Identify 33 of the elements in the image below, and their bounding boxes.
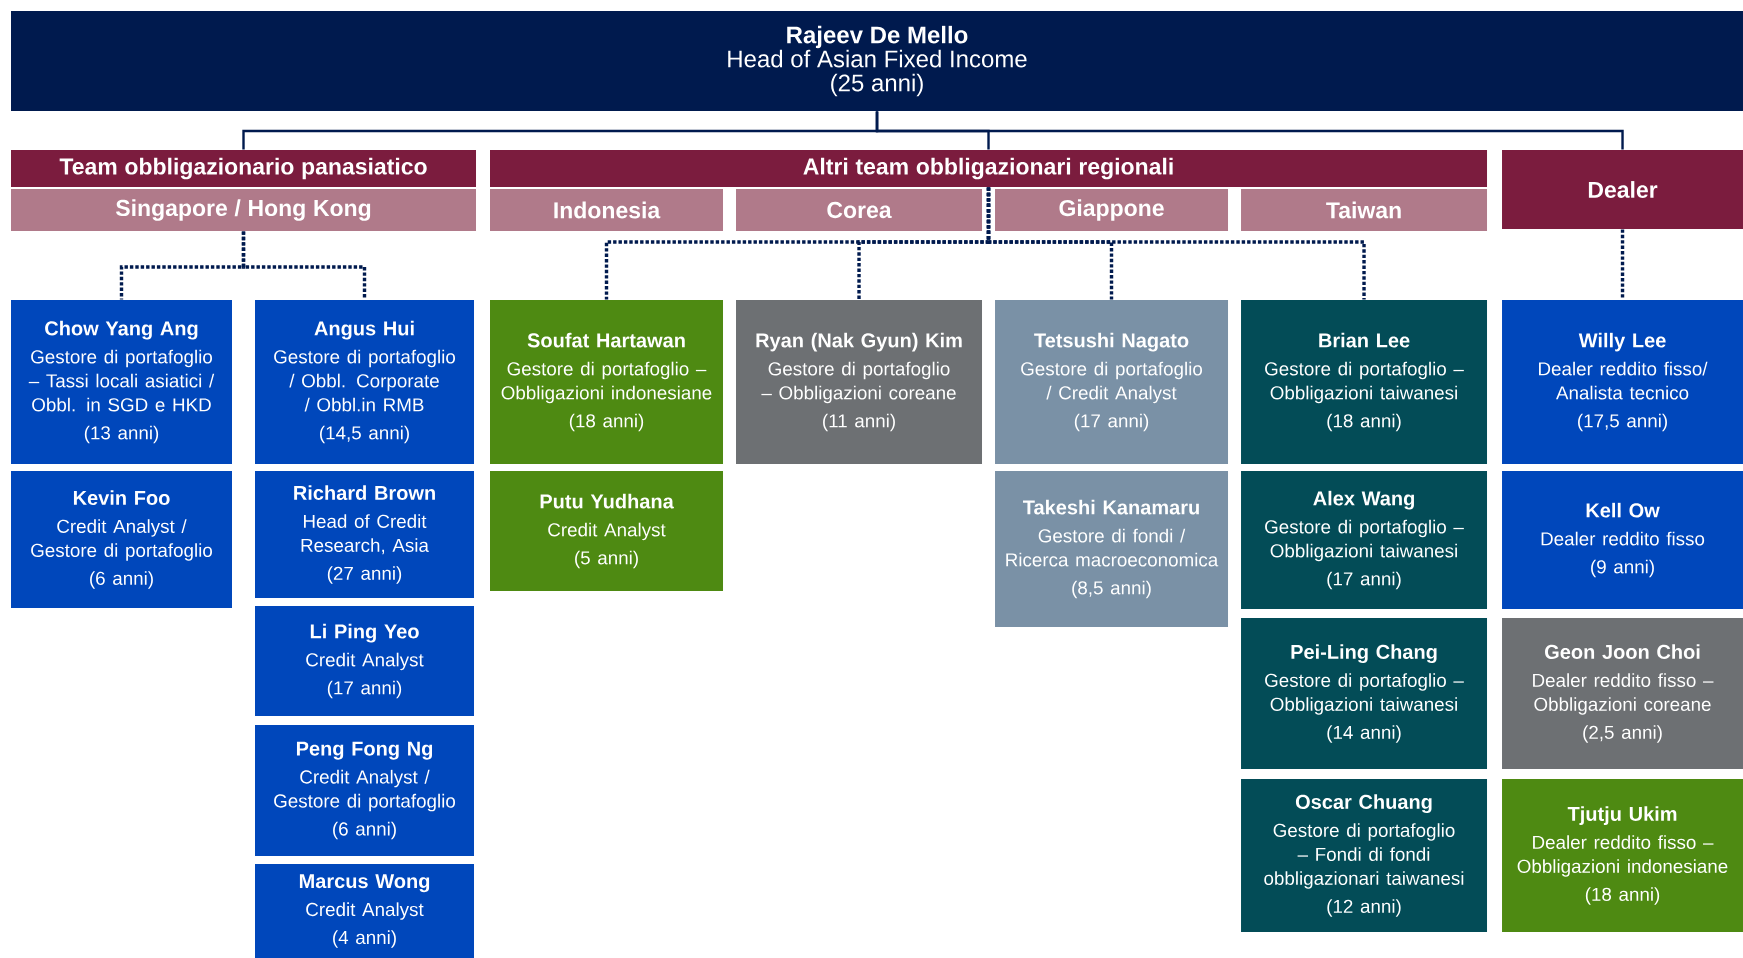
person-box: Tetsushi Nagato Gestore di portafoglio / Credit Analyst (17 anni)	[995, 300, 1228, 464]
team-header-band: Giappone	[995, 189, 1228, 231]
team-header-band: Corea	[736, 189, 982, 231]
person-box: Takeshi Kanamaru Gestore di fondi / Ricerca macroeconomica (8,5 anni)	[995, 471, 1228, 627]
person-box: Richard Brown Head of Credit Research, Asia (27 anni)	[255, 471, 474, 598]
person-box: Pei-Ling Chang Gestore di portafoglio – Obbligazioni taiwanesi (14 anni)	[1241, 618, 1487, 769]
head-box: Rajeev De Mello Head of Asian Fixed Income (25 anni)	[11, 11, 1743, 111]
team-header-band: Team obbligazionario panasiatico	[11, 150, 476, 187]
person-box: Ryan (Nak Gyun) Kim Gestore di portafoglio – Obbligazioni coreane (11 anni)	[736, 300, 982, 464]
person-box: Angus Hui Gestore di portafoglio / Obbl. Corporate / Obbl.in RMB (14,5 anni)	[255, 300, 474, 464]
person-box: Brian Lee Gestore di portafoglio – Obbligazioni taiwanesi (18 anni)	[1241, 300, 1487, 464]
person-box: Tjutju Ukim Dealer reddito fisso – Obbligazioni indonesiane (18 anni)	[1502, 779, 1743, 932]
person-box: Kevin Foo Credit Analyst / Gestore di portafoglio (6 anni)	[11, 471, 232, 608]
person-box: Putu Yudhana Credit Analyst (5 anni)	[490, 471, 723, 591]
person-box: Li Ping Yeo Credit Analyst (17 anni)	[255, 606, 474, 716]
connector-line	[986, 187, 1366, 300]
connector-line	[241, 231, 367, 300]
person-box: Chow Yang Ang Gestore di portafoglio – Tassi locali asiatici / Obbl. in SGD e HKD (13 anni)	[11, 300, 232, 464]
connector-line	[875, 111, 1624, 150]
person-box: Kell Ow Dealer reddito fisso (9 anni)	[1502, 471, 1743, 609]
team-header-band: Singapore / Hong Kong	[11, 189, 476, 231]
team-header-band: Altri team obbligazionari regionali	[490, 150, 1487, 187]
team-header-band: Taiwan	[1241, 189, 1487, 231]
person-box: Willy Lee Dealer reddito fisso/ Analista tecnico (17,5 anni)	[1502, 300, 1743, 464]
connector-line	[1620, 229, 1625, 300]
person-box: Soufat Hartawan Gestore di portafoglio – Obbligazioni indonesiane (18 anni)	[490, 300, 723, 464]
team-header-band: Indonesia	[490, 189, 723, 231]
team-header-band: Dealer	[1502, 150, 1743, 229]
person-box: Geon Joon Choi Dealer reddito fisso – Obbligazioni coreane (2,5 anni)	[1502, 618, 1743, 769]
person-box: Oscar Chuang Gestore di portafoglio – Fondi di fondi obbligazionari taiwanesi (12 anni)	[1241, 779, 1487, 932]
person-box: Alex Wang Gestore di portafoglio – Obbligazioni taiwanesi (17 anni)	[1241, 471, 1487, 609]
person-box: Peng Fong Ng Credit Analyst / Gestore di portafoglio (6 anni)	[255, 725, 474, 856]
person-box: Marcus Wong Credit Analyst (4 anni)	[255, 864, 474, 958]
